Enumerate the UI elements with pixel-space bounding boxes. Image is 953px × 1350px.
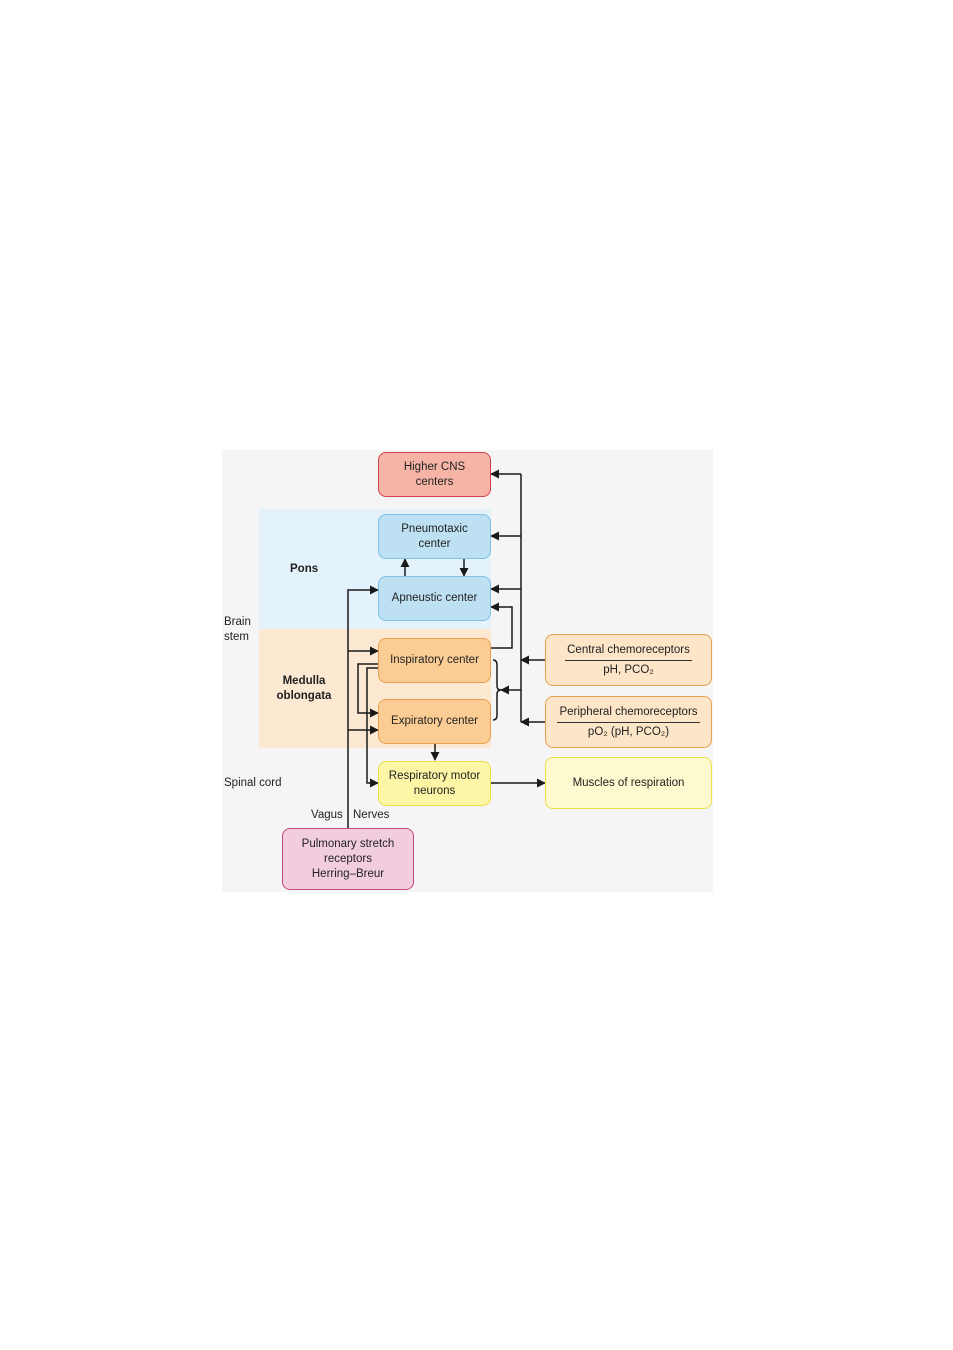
peripheral-chemoreceptors-node: Peripheral chemoreceptors pO₂ (pH, PCO₂)	[545, 696, 712, 748]
respiratory-motor-neurons-node: Respiratory motor neurons	[378, 761, 491, 806]
inspiratory-to-apneustic-loop	[490, 602, 513, 649]
central-chemo-title: Central chemoreceptors	[565, 643, 692, 661]
peripheral-chemo-detail: pO₂ (pH, PCO₂)	[587, 725, 670, 738]
higher-cns-line1: Higher CNS	[403, 460, 466, 473]
spinal-cord-label: Spinal cord	[224, 777, 282, 789]
peripheral-chemo-title: Peripheral chemoreceptors	[557, 705, 700, 723]
pneumotaxic-line2: center	[418, 537, 451, 550]
inspiratory-to-motor-arrow	[366, 667, 379, 788]
brain-stem-label: Brain stem	[224, 615, 251, 645]
resp-motor-line2: neurons	[413, 784, 456, 797]
brain-stem-label-line2: stem	[224, 631, 249, 643]
central-chemoreceptors-node: Central chemoreceptors pH, PCO₂	[545, 634, 712, 686]
pons-label: Pons	[290, 563, 319, 575]
pulmonary-line3: Herring–Breur	[311, 867, 385, 880]
pneumotaxic-center-node: Pneumotaxic center	[378, 514, 491, 559]
expiratory-center-node: Expiratory center	[378, 699, 491, 744]
pulmonary-stretch-receptors-node: Pulmonary stretch receptors Herring–Breu…	[282, 828, 414, 890]
higher-cns-line2: centers	[415, 475, 454, 488]
pulmonary-line1: Pulmonary stretch	[301, 837, 395, 850]
vagus-label: Vagus	[311, 809, 343, 821]
inspiratory-line1: Inspiratory center	[390, 654, 479, 666]
medulla-label-line1: Medulla	[282, 675, 326, 687]
medulla-label: Medulla oblongata	[276, 674, 332, 704]
pneumotaxic-line1: Pneumotaxic	[401, 522, 468, 535]
nerves-label: Nerves	[353, 809, 390, 821]
medulla-label-line2: oblongata	[276, 690, 332, 702]
muscles-of-respiration-node: Muscles of respiration	[545, 757, 712, 809]
vagus-to-apneustic-arrow	[347, 585, 379, 828]
apneustic-line1: Apneustic center	[391, 592, 478, 604]
pulmonary-line2: receptors	[324, 852, 372, 865]
brain-stem-label-line1: Brain	[224, 616, 251, 628]
resp-motor-line1: Respiratory motor	[388, 769, 481, 782]
higher-cns-centers-node: Higher CNS centers	[378, 452, 491, 497]
apneustic-center-node: Apneustic center	[378, 576, 491, 621]
central-chemo-detail: pH, PCO₂	[603, 663, 654, 676]
muscles-line1: Muscles of respiration	[572, 776, 685, 789]
inspiratory-center-node: Inspiratory center	[378, 638, 491, 683]
inspiratory-to-expiratory-loop	[357, 663, 379, 718]
connector-lines	[347, 469, 546, 828]
expiratory-line1: Expiratory center	[391, 715, 478, 727]
